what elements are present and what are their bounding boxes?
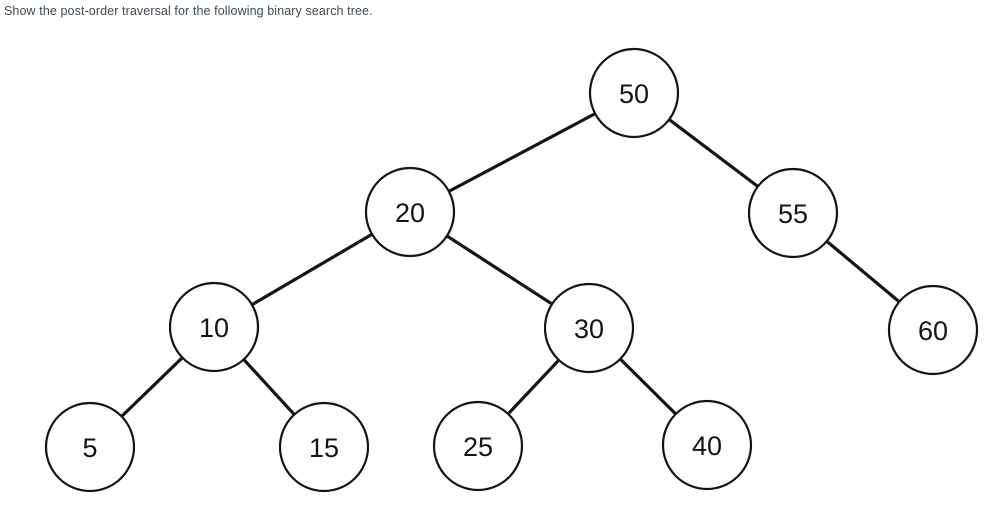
tree-node-20[interactable]: 20	[364, 166, 456, 258]
tree-node-label: 50	[619, 79, 649, 109]
tree-node-40[interactable]: 40	[661, 399, 753, 491]
tree-node-10[interactable]: 10	[168, 281, 260, 373]
tree-node-25[interactable]: 25	[432, 400, 524, 492]
tree-node-label: 5	[82, 433, 97, 463]
tree-node-label: 60	[918, 316, 948, 346]
tree-node-circle	[364, 166, 456, 258]
tree-node-circle	[747, 167, 839, 259]
tree-edge-10-15	[242, 357, 296, 417]
tree-node-label: 20	[395, 198, 425, 228]
tree-node-layer: 50 20 55 10 30 60 5 15 25 40	[44, 47, 979, 493]
tree-node-label: 40	[692, 431, 722, 461]
tree-node-50[interactable]: 50	[588, 47, 680, 139]
tree-node-circle	[661, 399, 753, 491]
tree-node-55[interactable]: 55	[747, 167, 839, 259]
tree-node-30[interactable]: 30	[543, 282, 635, 374]
tree-node-circle	[44, 401, 136, 493]
tree-edge-50-55	[667, 117, 760, 189]
tree-node-circle	[543, 282, 635, 374]
tree-node-5[interactable]: 5	[44, 401, 136, 493]
tree-node-circle	[887, 284, 979, 376]
tree-node-circle	[432, 400, 524, 492]
tree-node-15[interactable]: 15	[278, 401, 370, 493]
tree-edge-50-20	[447, 112, 597, 193]
tree-edge-layer	[120, 112, 901, 419]
tree-node-label: 30	[574, 314, 604, 344]
tree-edge-30-25	[506, 358, 561, 416]
tree-edge-10-5	[120, 355, 184, 419]
tree-node-circle	[168, 281, 260, 373]
tree-node-label: 15	[309, 433, 339, 463]
question-text: Show the post-order traversal for the fo…	[4, 4, 373, 18]
tree-node-label: 10	[199, 313, 229, 343]
tree-edge-20-30	[445, 234, 554, 306]
tree-edge-20-10	[250, 232, 374, 307]
tree-node-circle	[278, 401, 370, 493]
tree-node-label: 25	[463, 432, 493, 462]
tree-node-60[interactable]: 60	[887, 284, 979, 376]
tree-node-label: 55	[778, 199, 808, 229]
tree-node-circle	[588, 47, 680, 139]
tree-edge-30-40	[618, 357, 678, 416]
tree-edge-55-60	[825, 239, 901, 304]
